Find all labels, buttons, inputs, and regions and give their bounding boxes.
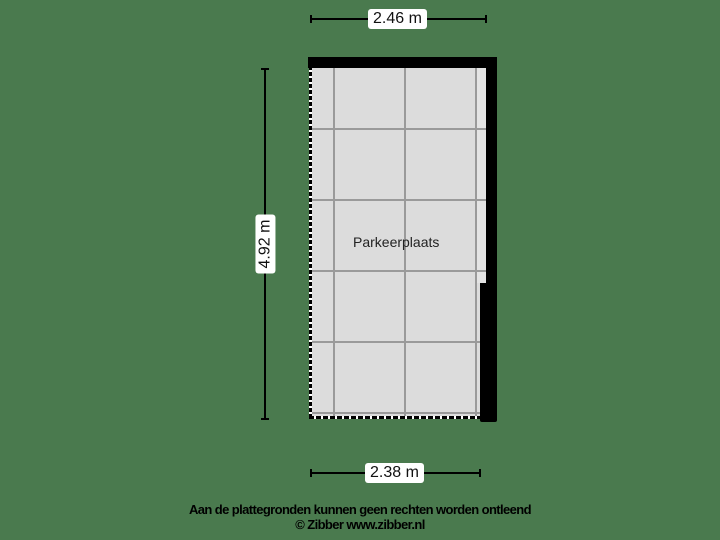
open-edge-bottom [309, 416, 481, 419]
top-wall [308, 57, 497, 68]
floor-area [310, 68, 486, 418]
floor-edge-strip [476, 68, 486, 283]
dimension-tick [261, 68, 269, 70]
right-wall-upper [486, 57, 497, 285]
grid-line [333, 68, 335, 418]
room-label: Parkeerplaats [353, 234, 440, 250]
dimension-tick [479, 469, 481, 477]
open-edge-left [309, 66, 312, 419]
grid-line [404, 68, 406, 418]
dimension-label-bottom: 2.38 m [365, 463, 424, 483]
grid-line [310, 128, 486, 130]
dimension-label-left: 4.92 m [255, 214, 276, 274]
dimension-tick [310, 15, 312, 23]
grid-line [310, 270, 486, 272]
dimension-tick [261, 418, 269, 420]
grid-line [310, 341, 486, 343]
footer-copyright: © Zibber www.zibber.nl [295, 517, 425, 532]
grid-line [310, 412, 480, 414]
grid-line [475, 68, 477, 418]
right-wall-lower [480, 283, 497, 422]
dimension-tick [310, 469, 312, 477]
dimension-tick [485, 15, 487, 23]
dimension-label-top: 2.46 m [368, 9, 427, 29]
grid-line [310, 199, 486, 201]
footer-disclaimer: Aan de plattegronden kunnen geen rechten… [189, 502, 532, 517]
